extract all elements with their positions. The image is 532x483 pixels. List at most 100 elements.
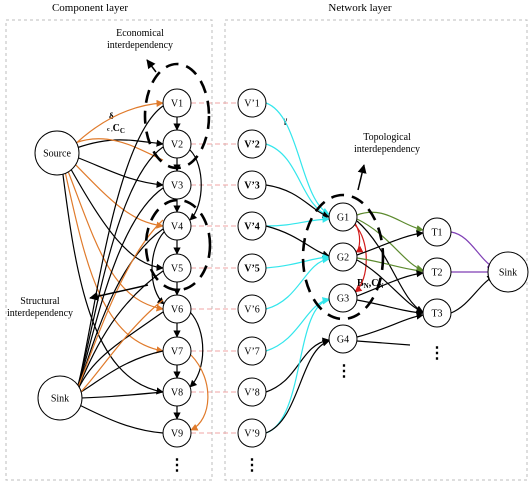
component-continuation-dots: ⋮	[169, 457, 185, 474]
structural-arrow	[89, 284, 149, 301]
network-node-vprime6-circle	[237, 294, 267, 324]
network-layer-panel	[224, 19, 528, 481]
network-node-vprime4-label: V’4	[244, 222, 260, 233]
network-node-vprime5-circle	[237, 253, 267, 283]
inner-edge-g1-g2	[354, 222, 364, 253]
network-node-g2-label: G2	[337, 253, 349, 264]
network-node-vprime4-circle	[237, 211, 267, 241]
link-g3-t2	[356, 270, 424, 297]
network-node-vprime5-label: V’5	[244, 264, 260, 275]
component-node-v8-circle	[162, 377, 192, 407]
link-p4-g1	[265, 215, 330, 227]
topological-arrow	[357, 164, 367, 191]
topological-interdependency-oval	[301, 193, 385, 321]
link-g4-t3	[356, 312, 424, 338]
source-edge-v3	[70, 154, 164, 188]
link-p2-g1	[265, 143, 330, 218]
economical-arrow	[146, 59, 157, 73]
topological-label-line2: interdependency	[354, 144, 420, 155]
link-g4-out	[356, 340, 411, 346]
link-t3-sink	[450, 275, 495, 314]
link-p3-g1	[265, 184, 330, 219]
link-t1-sink	[450, 231, 495, 269]
component-layer-panel	[5, 19, 213, 481]
link-g2-t1	[356, 230, 424, 256]
g-continuation-dots: ⋮	[336, 363, 352, 380]
network-node-g3-label: G3	[337, 294, 349, 305]
network-node-vprime9-circle	[237, 418, 267, 448]
bypass-edge-v6-v8	[189, 311, 204, 388]
cost-pre: c ,	[107, 127, 113, 133]
sink-edge-v9	[72, 401, 164, 434]
network-node-g1-circle	[328, 202, 358, 232]
component-sink-node-label: Sink	[51, 394, 69, 405]
cost-c: C	[113, 123, 120, 134]
network-node-vprime8-label: V’8	[244, 388, 260, 399]
bn: B	[357, 278, 364, 289]
component-node-v8-label: V8	[171, 388, 183, 399]
network-node-g2-circle	[328, 242, 358, 272]
source-edge-v1	[70, 99, 164, 149]
network-node-t2-circle	[422, 257, 452, 287]
t-continuation-dots: ⋮	[429, 345, 445, 362]
component-layer-title: Component layer	[52, 2, 128, 14]
component-node-v9-label: V9	[171, 429, 183, 440]
sink-edge-orange-a	[72, 219, 164, 401]
component-node-v4-circle	[162, 211, 192, 241]
source-edge-v7	[63, 166, 164, 354]
bypass-edge-v7-v9	[190, 354, 209, 431]
sink-edge-v6	[73, 311, 164, 399]
delta-symbol: δ	[109, 111, 114, 121]
source-node-label: Source	[43, 149, 71, 160]
component-node-v1-label: V1	[171, 99, 183, 110]
component-node-v5-circle	[162, 253, 192, 283]
component-node-v6-circle	[162, 294, 192, 324]
network-node-g3-circle	[328, 283, 358, 313]
network-node-vprime8-circle	[237, 377, 267, 407]
topological-label-line1: Topological	[363, 132, 411, 143]
network-node-vprime3-label: V’3	[244, 181, 260, 192]
component-node-v1-circle	[162, 88, 192, 118]
component-node-v4-label: V4	[171, 222, 183, 233]
gamma-symbol: γ	[282, 115, 288, 125]
network-node-vprime1-label: V’1	[244, 99, 260, 110]
component-node-v9-circle	[162, 418, 192, 448]
link-p9-g4	[265, 339, 330, 434]
sink-edge-v5	[73, 270, 164, 399]
component-node-v6-label: V6	[171, 305, 183, 316]
component-node-v7-label: V7	[171, 347, 183, 358]
economical-label-line2: interdependency	[107, 40, 173, 51]
nodes-layer: SourceSinkV1V2V3V4V5V6V7V8V9V’1V’2V’3V’4…	[34, 88, 529, 448]
link-p8-g4	[265, 337, 330, 393]
source-edge-v8	[61, 166, 164, 395]
economical-label-line1: Economical	[116, 28, 164, 39]
source-edge-v4	[70, 159, 164, 229]
network-node-vprime6-label: V’6	[244, 305, 260, 316]
component-node-v3-label: V3	[171, 181, 183, 192]
network-node-vprime2-label: V’2	[244, 140, 260, 151]
network-node-g1-label: G1	[337, 213, 349, 224]
structural-label-line1: Structural	[20, 296, 60, 307]
network-node-vprime7-circle	[237, 336, 267, 366]
network-layer-title: Network layer	[328, 2, 392, 14]
network-node-t2-label: T2	[431, 268, 442, 279]
network-node-vprime2-circle	[237, 129, 267, 159]
network-node-g4-circle	[328, 324, 358, 354]
link-g1-t1	[356, 211, 424, 233]
source-node-circle	[34, 130, 80, 176]
cn-sep: ,	[369, 278, 372, 289]
network-node-t1-label: T1	[431, 228, 442, 239]
network-sink-node-label: Sink	[499, 268, 517, 279]
network-node-vprime7-label: V’7	[244, 347, 260, 358]
bn-sub: N	[364, 282, 369, 290]
source-edge-v5	[67, 163, 164, 271]
link-p1-g1	[265, 102, 330, 215]
structural-interdependency-oval	[144, 198, 212, 292]
component-node-v2-circle	[162, 129, 192, 159]
bypass-edge-v2-v4	[189, 149, 202, 221]
cost-symbol: c ,CC	[107, 123, 125, 135]
component-node-v7-circle	[162, 336, 192, 366]
network-node-vprime3-circle	[237, 170, 267, 200]
component-sink-node-circle	[37, 375, 83, 421]
